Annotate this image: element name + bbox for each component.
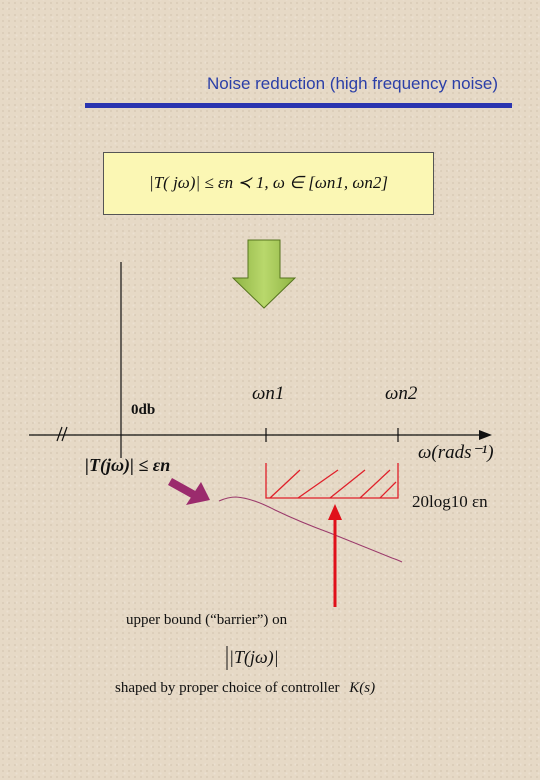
axis-break-mark — [56, 426, 68, 442]
caption-line-3: shaped by proper choice of controller K(… — [115, 680, 375, 697]
formula-box: |T( jω)| ≤ εn ≺ 1, ω ∈ [ωn1, ωn2] — [103, 152, 434, 215]
caption-line-1: upper bound (“barrier”) on — [126, 612, 288, 628]
caption-controller-name: K(s) — [349, 680, 376, 696]
title-underline — [85, 103, 512, 108]
formula-expression: |T( jω)| ≤ εn ≺ 1, ω ∈ [ωn1, ωn2] — [149, 173, 388, 192]
zero-db-label: 0db — [131, 402, 156, 418]
caption-line-3-text: shaped by proper choice of controller — [115, 680, 340, 696]
omega1-label: ωn1 — [252, 383, 285, 404]
up-arrow-icon — [328, 504, 342, 607]
bound-label: |T(jω)| ≤ εn — [85, 455, 171, 475]
caption-abs-expression: |T(jω)| — [229, 647, 279, 667]
x-axis-label: ω(rads⁻¹) — [418, 442, 494, 463]
response-curve — [218, 496, 403, 563]
formula-text: |T( jω)| ≤ εn ≺ 1, ω ∈ [ωn1, ωn2] — [104, 173, 433, 193]
omega2-label: ωn2 — [385, 383, 418, 404]
axis-arrowhead — [479, 430, 492, 440]
pointer-arrow-icon — [168, 478, 210, 505]
page-title: Noise reduction (high frequency noise) — [206, 74, 498, 93]
barrier-region — [265, 463, 399, 499]
barrier-db-label: 20log10 εn — [412, 492, 488, 511]
down-arrow-icon — [231, 239, 297, 309]
